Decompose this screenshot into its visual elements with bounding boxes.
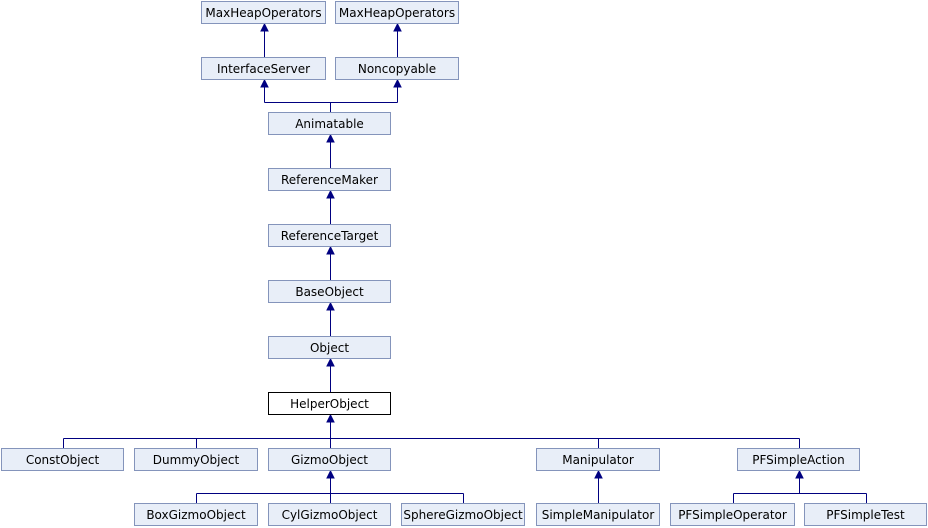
arrowhead-maxheap_b — [393, 22, 402, 32]
class-node-animatable[interactable]: Animatable — [268, 112, 391, 135]
class-node-referencemaker[interactable]: ReferenceMaker — [268, 168, 391, 191]
class-node-helperobject-current: HelperObject — [268, 392, 391, 415]
arrowhead-base_object — [326, 301, 335, 311]
class-node-maxheapoperators-left[interactable]: MaxHeapOperators — [201, 1, 326, 24]
class-node-pfsimpletest[interactable]: PFSimpleTest — [804, 503, 927, 526]
arrowhead-maxheap_a — [260, 22, 269, 32]
class-node-cylgizmoobject[interactable]: CylGizmoObject — [268, 503, 391, 526]
arrowhead-pf_simple_action — [795, 469, 804, 479]
class-node-baseobject[interactable]: BaseObject — [268, 280, 391, 303]
class-node-gizmoobject[interactable]: GizmoObject — [268, 448, 391, 471]
arrowhead-gizmo_object — [326, 469, 335, 479]
arrowhead-noncopyable — [393, 78, 402, 88]
arrowhead-interface_server — [260, 78, 269, 88]
class-node-pfsimpleaction[interactable]: PFSimpleAction — [737, 448, 860, 471]
arrowhead-manipulator — [594, 469, 603, 479]
class-node-maxheapoperators-right[interactable]: MaxHeapOperators — [335, 1, 459, 24]
class-node-manipulator[interactable]: Manipulator — [536, 448, 660, 471]
class-node-spheregizmoobject[interactable]: SphereGizmoObject — [401, 503, 525, 526]
class-node-noncopyable[interactable]: Noncopyable — [335, 57, 459, 80]
class-node-pfsimpleoperator[interactable]: PFSimpleOperator — [670, 503, 795, 526]
arrowhead-helper_object — [326, 413, 335, 423]
arrowhead-reference_maker — [326, 189, 335, 199]
class-node-simplemanipulator[interactable]: SimpleManipulator — [536, 503, 660, 526]
class-node-interfaceserver[interactable]: InterfaceServer — [201, 57, 326, 80]
class-node-referencetarget[interactable]: ReferenceTarget — [268, 224, 391, 247]
class-node-boxgizmoobject[interactable]: BoxGizmoObject — [134, 503, 258, 526]
class-node-constobject[interactable]: ConstObject — [1, 448, 124, 471]
class-node-dummyobject[interactable]: DummyObject — [134, 448, 258, 471]
arrowhead-object — [326, 357, 335, 367]
arrowhead-reference_target — [326, 245, 335, 255]
arrowhead-animatable — [326, 133, 335, 143]
class-node-object[interactable]: Object — [268, 336, 391, 359]
